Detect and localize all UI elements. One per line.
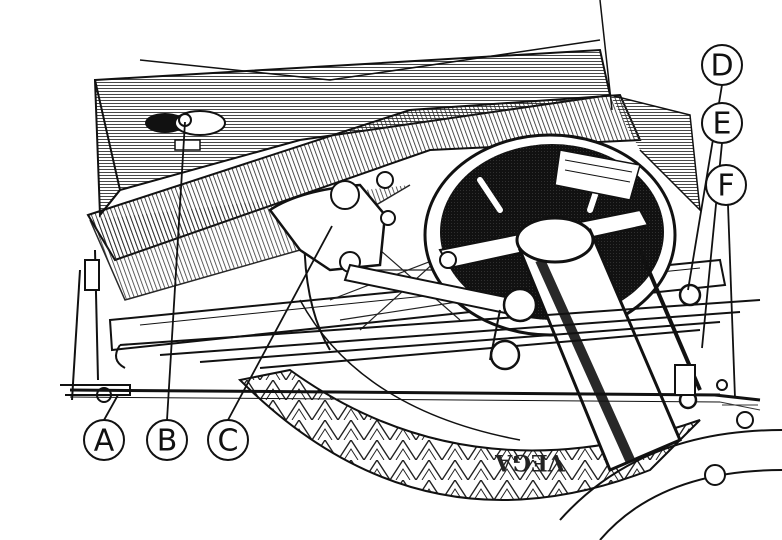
differential-housing (268, 171, 396, 273)
leader-c (227, 225, 333, 421)
right-shackle (638, 249, 761, 411)
callout-a-label: A (94, 424, 115, 459)
body-panel (93, 0, 613, 218)
callout-e: E (701, 102, 743, 144)
callout-b-label: B (157, 424, 178, 459)
callout-c: C (207, 419, 249, 461)
callout-f: F (705, 164, 747, 206)
callout-e-label: E (713, 107, 732, 142)
callout-b: B (146, 419, 188, 461)
leader-a (103, 394, 119, 421)
leader-b (166, 121, 186, 421)
lower-fender (559, 411, 782, 540)
callout-f-label: F (717, 169, 734, 204)
leader-f (727, 204, 736, 399)
leaf-spring (115, 299, 761, 369)
callout-c-label: C (218, 424, 239, 459)
tire-marking: VEGA (494, 449, 566, 475)
callout-d: D (701, 44, 743, 86)
callout-a: A (83, 419, 125, 461)
callout-d-label: D (710, 49, 733, 84)
connecting-rod (343, 263, 538, 371)
axle-tube (515, 216, 682, 472)
brake-rod (69, 388, 721, 403)
